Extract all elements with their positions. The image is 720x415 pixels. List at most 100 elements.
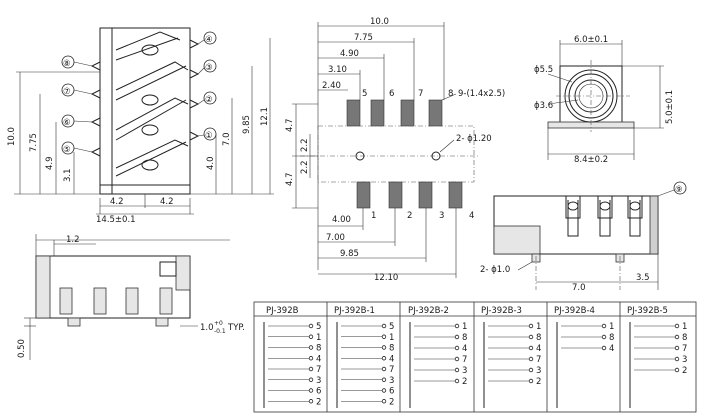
dim-side-985: 9.85	[242, 115, 252, 134]
schematic-pin-dot	[674, 356, 680, 362]
schematic-pin-dot	[528, 378, 534, 384]
schematic-pin-number: 7	[316, 365, 321, 375]
schematic-pin-dot	[528, 345, 534, 351]
pad-5	[346, 99, 361, 127]
dim-front-base: 8.4±0.2	[574, 155, 608, 165]
pin-label-7: ⑦	[63, 87, 71, 97]
model-name-1: PJ-392B	[266, 306, 299, 316]
schematic-pin-number: 4	[389, 354, 394, 364]
schematic-pin-number: 2	[682, 366, 687, 376]
pad-number-4: 4	[469, 211, 474, 221]
model-name-3: PJ-392B-2	[408, 306, 449, 316]
schematic-pin-number: 8	[389, 344, 394, 354]
schematic-pin-dot	[454, 367, 460, 373]
dim-pcb-100: 10.0	[370, 17, 389, 27]
dim-pcb-240: 2.40	[322, 81, 341, 91]
dim-pcb-47-top: 4.7	[285, 118, 295, 132]
dim-side-40: 4.0	[206, 156, 216, 170]
schematic-pin-dot	[674, 367, 680, 373]
right-contact-2	[597, 196, 613, 237]
dim-pcb-985: 9.85	[340, 249, 359, 259]
schematic-pin-dot	[601, 345, 607, 351]
bottom-contact-1	[59, 287, 73, 315]
schematic-pin-dot	[381, 323, 387, 329]
right-hole-label: 2- ϕ1.0	[480, 265, 510, 275]
pad-1	[356, 181, 371, 209]
dim-front-height: 5.0±0.1	[665, 90, 675, 124]
model-name-5: PJ-392B-4	[554, 306, 595, 316]
pad-number-7: 7	[418, 89, 423, 99]
schematic-pin-number: 8	[316, 344, 321, 354]
typ-suffix: TYP.	[227, 323, 245, 333]
dim-pcb-490: 4.90	[340, 49, 359, 59]
schematic-pin-dot	[381, 399, 387, 404]
dim-bottom-12: 1.2	[66, 235, 80, 245]
schematic-pin-dot	[528, 334, 534, 340]
schematic-pin-number: 4	[609, 344, 614, 354]
contact-spring-2	[115, 61, 189, 101]
dim-pcb-310: 3.10	[328, 65, 347, 75]
schematic-pin-dot	[381, 334, 387, 339]
schematic-pin-number: 5	[389, 322, 394, 332]
dim-side-121: 12.1	[260, 107, 270, 126]
schematic-pin-number: 1	[462, 322, 467, 332]
schematic-pin-dot	[308, 334, 314, 339]
schematic-pin-number: 6	[316, 387, 321, 397]
schematic-pin-number: 8	[609, 333, 614, 343]
pad-number-8: 8	[448, 89, 453, 99]
schematic-pin-number: 2	[536, 377, 541, 387]
dim-front-phi36: ϕ3.6	[534, 101, 553, 111]
pcb-layout-view: 10.0 7.75 4.90 3.10 2.40 5 6 7 8 9-(1.4x…	[285, 17, 505, 283]
pad-number-6: 6	[389, 89, 394, 99]
schematic-pin-number: 3	[682, 355, 687, 365]
schematic-pin-number: 1	[536, 322, 541, 332]
schematic-pin-number: 8	[682, 333, 687, 343]
schematic-pin-number: 4	[316, 354, 321, 364]
schematic-pin-dot	[381, 345, 387, 350]
pin-label-3: ③	[205, 63, 213, 73]
hole-label: 2- ϕ1.20	[456, 134, 492, 144]
model-table: PJ-392B PJ-392B-1 PJ-392B-2 PJ-392B-3 PJ…	[253, 301, 697, 413]
right-contact-1	[565, 196, 581, 237]
pin-label-1: ①	[205, 131, 213, 141]
bottom-contact-2	[93, 287, 107, 315]
schematic-pin-number: 7	[536, 355, 541, 365]
pad-number-2: 2	[407, 211, 412, 221]
schematic-pin-number: 3	[316, 376, 321, 386]
label-9: ⑨	[675, 185, 683, 195]
front-view: 6.0±0.1 ϕ5.5 ϕ3.6 5.0±0.1 8.4±0.2	[534, 35, 675, 165]
schematic-pin-dot	[601, 334, 607, 340]
pad-number-5: 5	[362, 89, 367, 99]
dim-side-70: 7.0	[222, 132, 232, 146]
schematic-pin-number: 4	[462, 344, 467, 354]
schematic-pin-dot	[674, 334, 680, 340]
schematic-pin-number: 2	[389, 397, 394, 407]
dim-right-70: 7.0	[572, 283, 586, 293]
bottom-contact-4	[159, 287, 173, 315]
dim-pcb-1210: 12.10	[374, 273, 398, 283]
schematic-pin-dot	[308, 323, 314, 329]
dim-pcb-47-bottom: 4.7	[285, 172, 295, 186]
schematic-pin-dot	[381, 377, 387, 382]
schematic-pin-dot	[674, 323, 680, 329]
model-name-6: PJ-392B-5	[627, 306, 668, 316]
schematic-pin-number: 8	[536, 333, 541, 343]
schematic-pin-number: 5	[316, 322, 321, 332]
typ-label: 1.0	[200, 323, 214, 333]
dim-side-42-left: 4.2	[110, 197, 124, 207]
pad-number-1: 1	[371, 211, 376, 221]
schematic-pin-number: 1	[682, 322, 687, 332]
pad-2	[388, 181, 403, 209]
schematic-pin-dot	[674, 345, 680, 351]
schematic-pin-number: 1	[389, 333, 394, 343]
model-name-4: PJ-392B-3	[481, 306, 522, 316]
right-side-view: ⑨ 2- ϕ1.0 7.0 3.5	[480, 181, 687, 293]
schematic-pin-dot	[308, 356, 314, 361]
schematic-pin-dot	[454, 356, 460, 362]
bottom-view: 1.2 0.50 1.0 +0 -0.1 TYP.	[17, 234, 245, 360]
schematic-pin-number: 7	[682, 344, 687, 354]
pad-8	[428, 99, 443, 127]
schematic-pin-number: 7	[462, 355, 467, 365]
pad-4	[448, 181, 463, 209]
